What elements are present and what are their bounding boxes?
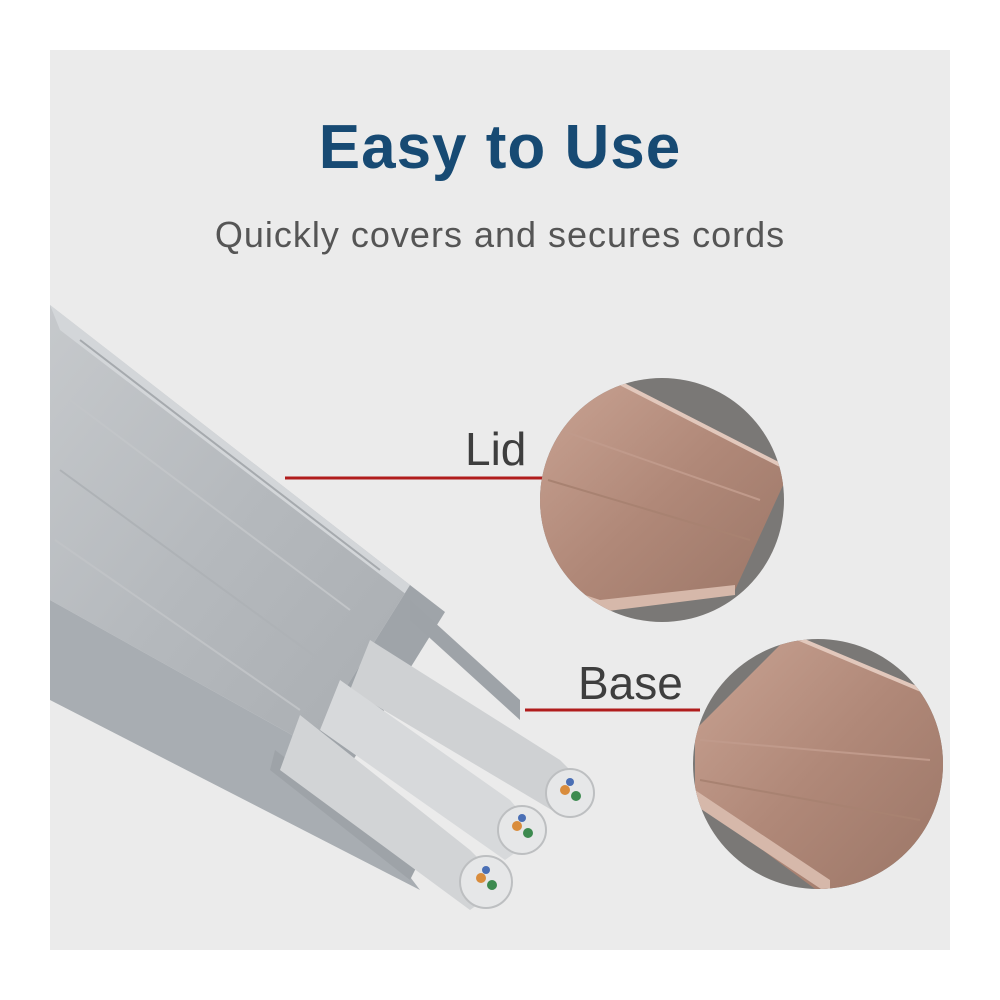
- base-detail-image: [693, 639, 943, 889]
- cables: [280, 640, 595, 910]
- lid-detail-image: [540, 378, 784, 622]
- page-title: Easy to Use: [318, 113, 682, 182]
- base-label: Base: [578, 657, 683, 709]
- lid-label: Lid: [465, 423, 527, 475]
- page-subtitle: Quickly covers and secures cords: [214, 214, 786, 255]
